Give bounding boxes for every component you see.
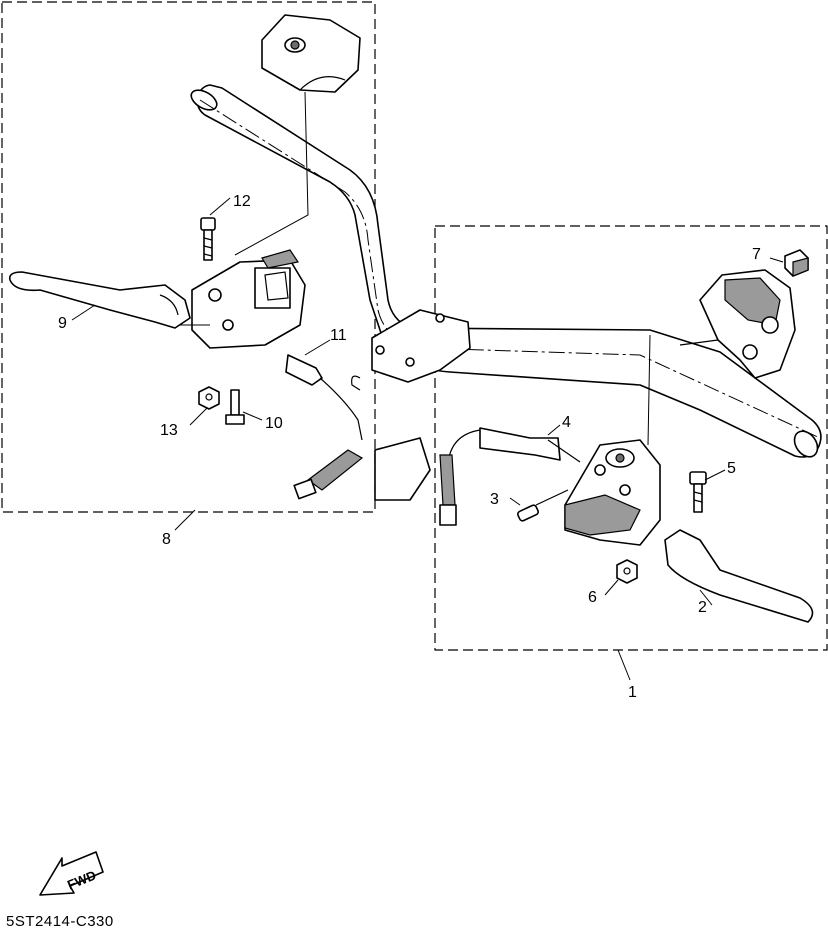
left-assembly-box — [1, 1, 376, 513]
right-lever — [664, 529, 814, 623]
left-nut-13 — [198, 386, 220, 410]
callout-1: 1 — [628, 684, 637, 701]
handlebar-centerline — [199, 99, 821, 439]
callout-10: 10 — [265, 415, 283, 432]
right-screw-3 — [517, 489, 569, 522]
callout-12: 12 — [233, 193, 251, 210]
handlebar — [190, 84, 822, 501]
left-switch-cable-11 — [285, 354, 364, 500]
callout-8: 8 — [162, 531, 171, 548]
callout-3: 3 — [490, 491, 499, 508]
right-clip-7 — [784, 249, 809, 277]
right-lever-holder — [564, 439, 661, 546]
callout-7: 7 — [752, 246, 761, 263]
left-switch-housing — [261, 14, 361, 93]
callout-6: 6 — [588, 589, 597, 606]
fwd-arrow: FWD — [39, 851, 104, 896]
right-switch-cable-4 — [439, 427, 581, 526]
callout-4: 4 — [562, 414, 571, 431]
right-bolt-5 — [689, 471, 707, 513]
right-nut-6 — [616, 559, 638, 584]
left-bolt-12 — [200, 217, 216, 261]
callout-5: 5 — [727, 460, 736, 477]
left-lever-holder — [191, 249, 306, 349]
callout-11: 11 — [330, 327, 347, 344]
left-bolt-10 — [225, 389, 245, 425]
right-assembly-box — [434, 225, 828, 651]
callout-13: 13 — [160, 422, 178, 439]
right-switch-housing — [679, 269, 796, 379]
left-lever — [8, 271, 191, 329]
callout-2: 2 — [698, 599, 707, 616]
diagram-code: 5ST2414-C330 — [6, 913, 114, 930]
callout-9: 9 — [58, 315, 67, 332]
